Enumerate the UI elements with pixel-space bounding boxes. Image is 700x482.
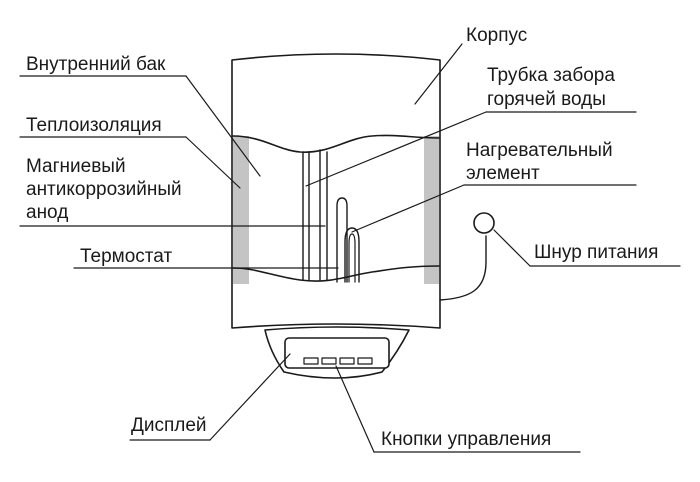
label-thermostat: Термостат <box>80 246 173 267</box>
display-screen <box>284 337 390 369</box>
label-heating-element-line2: элемент <box>466 163 540 184</box>
control-button-4 <box>357 357 373 365</box>
label-display: Дисплей <box>131 415 207 436</box>
leader-body <box>414 43 463 105</box>
label-heating-element-line1: Нагревательный <box>466 140 613 161</box>
insulation-right <box>424 136 439 284</box>
control-button-1 <box>303 357 319 365</box>
heating-element <box>344 227 360 283</box>
label-inner-tank: Внутренний бак <box>26 54 166 75</box>
label-hot-water-tube-line2: горячей воды <box>487 89 606 110</box>
heater-body-outline <box>231 53 441 329</box>
power-plug <box>473 212 495 234</box>
control-button-2 <box>321 357 337 365</box>
label-power-cord: Шнур питания <box>534 242 659 263</box>
label-insulation: Теплоизоляция <box>26 115 162 136</box>
label-hot-water-tube-line1: Трубка забора <box>487 65 615 86</box>
label-anode-line3: анод <box>26 202 69 223</box>
label-anode-line1: Магниевый <box>26 156 126 177</box>
label-anode-line2: антикоррозийный <box>26 179 182 200</box>
inner-tank-top <box>232 134 440 153</box>
label-control-buttons: Кнопки управления <box>381 429 552 450</box>
insulation-left <box>233 136 249 284</box>
control-button-3 <box>339 357 355 365</box>
thermostat-probe <box>336 197 348 283</box>
power-cord <box>439 235 487 301</box>
label-body: Корпус <box>466 25 528 46</box>
